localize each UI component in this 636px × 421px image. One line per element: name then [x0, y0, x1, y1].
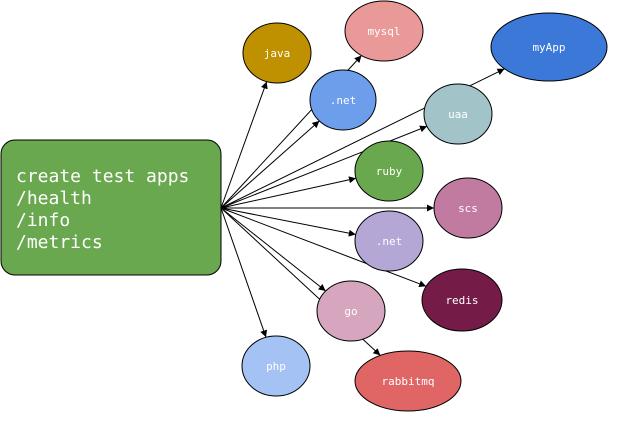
- edges: [220, 55, 505, 356]
- source-line-0: create test apps: [16, 166, 189, 187]
- node-redis-label: redis: [445, 294, 478, 307]
- node-ruby-shape: [354, 140, 424, 202]
- node-scs-shape: [433, 177, 503, 239]
- node-ruby-label: ruby: [376, 165, 403, 178]
- source-line-1: /health: [16, 188, 92, 209]
- node-java[interactable]: java: [242, 22, 312, 84]
- node-dotnet-1[interactable]: .net: [309, 69, 377, 131]
- edge-to-dotnet-2: [220, 207, 356, 237]
- node-dotnet-2[interactable]: .net: [354, 210, 424, 272]
- edge-to-java: [220, 81, 268, 209]
- edge-to-php: [220, 207, 268, 338]
- node-php-shape: [241, 335, 311, 397]
- node-uaa[interactable]: uaa: [423, 83, 493, 145]
- node-uaa-label: uaa: [448, 108, 468, 121]
- node-php-label: php: [266, 360, 286, 373]
- node-uaa-shape: [423, 83, 493, 145]
- source-box[interactable]: create test apps/health/info/metrics: [0, 139, 222, 276]
- node-ruby[interactable]: ruby: [354, 140, 424, 202]
- node-myapp-shape: [490, 12, 608, 82]
- node-go[interactable]: go: [316, 280, 386, 342]
- node-myapp-label: myApp: [532, 41, 565, 54]
- node-mysql-shape: [344, 0, 424, 62]
- edge-to-go: [220, 207, 327, 292]
- node-myapp[interactable]: myApp: [490, 12, 608, 82]
- node-rabbitmq-label: rabbitmq: [382, 375, 435, 388]
- node-go-label: go: [344, 305, 357, 318]
- node-mysql-label: mysql: [367, 25, 400, 38]
- edge-to-dotnet-1: [220, 120, 320, 209]
- node-php[interactable]: php: [241, 335, 311, 397]
- node-mysql[interactable]: mysql: [344, 0, 424, 62]
- node-redis-shape: [421, 268, 503, 332]
- source-line-2: /info: [16, 210, 70, 231]
- source-line-3: /metrics: [16, 232, 103, 253]
- node-java-shape: [242, 22, 312, 84]
- edge-to-ruby: [220, 176, 357, 209]
- node-java-label: java: [264, 47, 291, 60]
- edge-to-redis: [220, 207, 427, 288]
- node-dotnet-2-label: .net: [376, 235, 403, 248]
- nodes: java mysql myApp .net uaa ruby scs .net redis go p…: [241, 0, 608, 412]
- node-scs-label: scs: [458, 202, 478, 215]
- node-redis[interactable]: redis: [421, 268, 503, 332]
- node-dotnet-1-shape: [309, 69, 377, 131]
- edge-to-uaa: [220, 125, 428, 209]
- node-go-shape: [316, 280, 386, 342]
- source-box-shape: [0, 139, 222, 276]
- node-rabbitmq-shape: [354, 350, 462, 412]
- node-scs[interactable]: scs: [433, 177, 503, 239]
- node-dotnet-1-label: .net: [330, 94, 357, 107]
- node-dotnet-2-shape: [354, 210, 424, 272]
- node-rabbitmq[interactable]: rabbitmq: [354, 350, 462, 412]
